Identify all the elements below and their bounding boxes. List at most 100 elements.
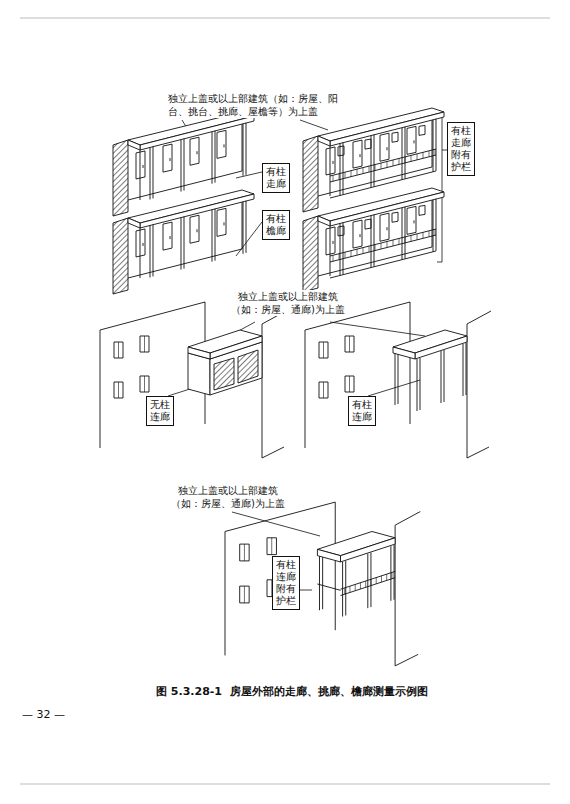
column: [343, 222, 344, 274]
box-label: 有柱连廊: [352, 399, 372, 423]
railing-picket: [369, 246, 370, 252]
railing-picket: [381, 576, 382, 582]
window: [114, 342, 123, 358]
roof-slab-edge: [330, 192, 444, 226]
railing-picket: [365, 581, 366, 587]
window-mullion: [349, 376, 350, 392]
railing-picket: [355, 584, 356, 590]
railing-picket: [363, 248, 364, 254]
box-label: 有柱连廊附有护栏: [276, 559, 296, 607]
column: [215, 209, 216, 261]
railing-picket: [345, 252, 346, 258]
window: [365, 139, 371, 149]
roof-slab-end: [128, 140, 140, 150]
column: [243, 202, 244, 254]
bridge-panel: [214, 358, 234, 390]
leader-line: [236, 222, 262, 256]
figure-group: [303, 188, 444, 292]
column: [436, 199, 437, 251]
column: [140, 150, 141, 200]
bridge-roof-end: [317, 549, 340, 562]
column: [402, 128, 403, 180]
railing-picket: [339, 174, 340, 180]
figure-group: [113, 190, 254, 294]
column: [212, 132, 213, 184]
railing-picket: [357, 169, 358, 175]
door: [136, 151, 145, 179]
building-corner: [467, 324, 468, 458]
railing: [330, 155, 436, 182]
column: [371, 136, 372, 188]
column: [184, 139, 185, 191]
roof-slab: [128, 190, 254, 223]
window: [267, 538, 276, 555]
column: [150, 225, 151, 277]
window-mullion: [144, 336, 145, 352]
window: [114, 382, 123, 398]
building-corner: [395, 525, 396, 666]
railing-picket: [370, 579, 371, 585]
column: [433, 200, 434, 252]
bridge-roof-end: [393, 347, 415, 359]
callout-text: 独立上盖或以上部建筑（如：房屋、通廊)为上盖: [226, 290, 350, 316]
railing-picket: [357, 249, 358, 255]
window-mullion: [271, 538, 272, 555]
box-label: 有柱走廊: [266, 166, 286, 190]
box-label: 有柱走廊附有护栏: [451, 125, 471, 173]
railing-picket: [393, 240, 394, 246]
door-handle: [224, 222, 225, 225]
figure-group: [100, 302, 286, 458]
column: [215, 131, 216, 183]
bridge-roof-edge: [210, 336, 262, 359]
door: [326, 227, 335, 255]
railing-picket: [387, 162, 388, 168]
bridge-panel: [238, 350, 258, 383]
box-label: 无柱连廊: [150, 399, 170, 423]
railing-picket: [405, 237, 406, 243]
building-facade: [225, 502, 335, 655]
column: [212, 210, 213, 262]
door: [353, 140, 362, 168]
railing-picket: [435, 229, 436, 235]
railing-picket: [333, 255, 334, 261]
figure-group: [225, 502, 420, 666]
label-box: 有柱走廊: [262, 163, 290, 193]
building-facade: [305, 302, 410, 448]
railing-picket: [417, 234, 418, 240]
column: [319, 556, 320, 611]
back-wall-edge: [432, 113, 433, 167]
column: [342, 562, 343, 617]
column: [153, 224, 154, 276]
railing-picket: [386, 574, 387, 580]
roof-slab-edge: [140, 116, 254, 150]
roof-slab-edge: [330, 112, 444, 146]
door: [353, 220, 362, 248]
railing: [317, 584, 340, 590]
leader-line: [368, 380, 420, 396]
building-roof-edge: [395, 512, 420, 526]
column: [343, 142, 344, 194]
railing-picket: [411, 235, 412, 241]
railing-picket: [411, 155, 412, 161]
door-handle: [143, 243, 144, 246]
column: [150, 147, 151, 199]
window-mullion: [244, 544, 245, 561]
door-handle: [360, 154, 361, 157]
door: [136, 229, 145, 257]
column: [153, 146, 154, 198]
column: [390, 546, 391, 601]
leader-line: [300, 120, 328, 130]
railing-picket: [381, 243, 382, 249]
door-handle: [224, 144, 225, 147]
door: [163, 144, 172, 172]
door: [190, 137, 199, 165]
window-mullion: [144, 376, 145, 392]
column: [463, 344, 464, 396]
door: [407, 206, 416, 234]
window: [419, 205, 425, 215]
column: [436, 119, 437, 171]
column: [441, 351, 442, 403]
callout-text: 独立上盖或以上部建筑（如：房屋、阳台、挑台、挑廊、屋檐等）为上盖: [168, 92, 344, 118]
column: [405, 127, 406, 179]
column: [433, 120, 434, 172]
